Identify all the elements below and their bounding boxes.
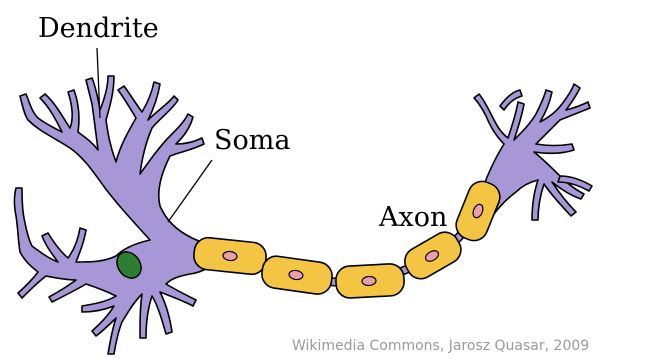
dendrite-label: Dendrite [38, 13, 159, 44]
myelin-sheath [335, 263, 405, 299]
myelin-sheath [193, 236, 268, 275]
soma-pointer [168, 160, 212, 222]
schwann-nucleus [362, 276, 376, 286]
soma-label: Soma [214, 125, 290, 156]
myelin-sheath [260, 254, 334, 295]
credit-text: Wikimedia Commons, Jarosz Quasar, 2009 [292, 338, 589, 354]
axon-label: Axon [378, 202, 447, 233]
dendrites [15, 76, 221, 354]
